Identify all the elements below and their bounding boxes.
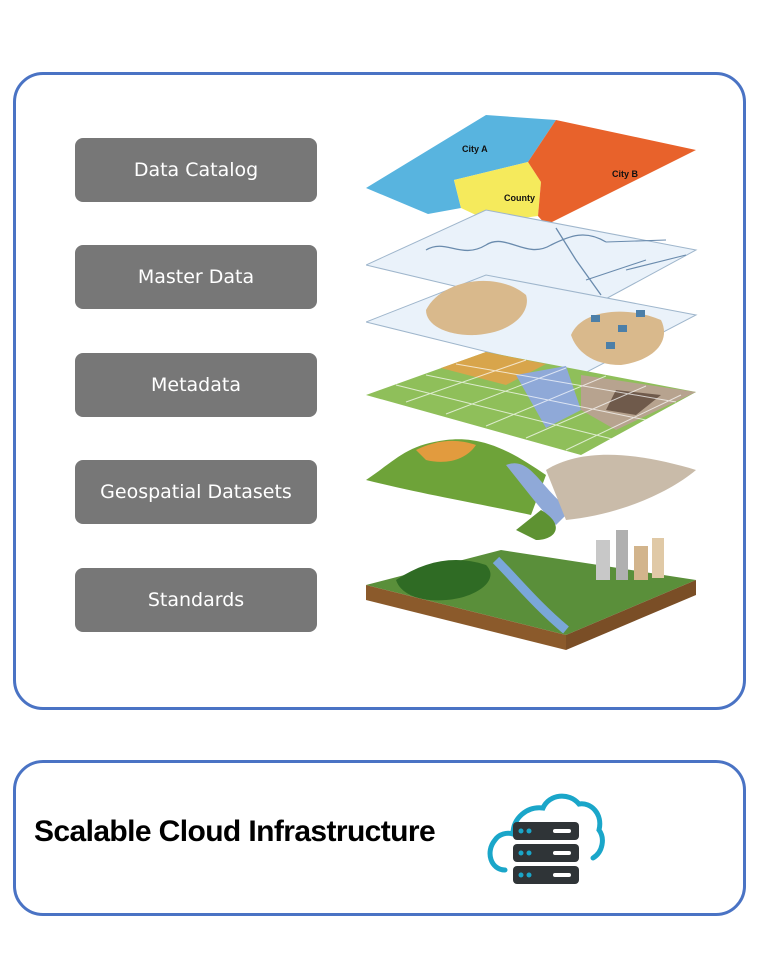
data-catalog-box: Data Catalog xyxy=(75,138,317,202)
city-a-label: City A xyxy=(462,144,488,154)
infrastructure-title: Scalable Cloud Infrastructure xyxy=(34,815,436,848)
data-catalog-label: Data Catalog xyxy=(133,159,259,181)
metadata-label: Metadata xyxy=(151,374,241,396)
master-data-label: Master Data xyxy=(137,266,255,288)
standards-label: Standards xyxy=(147,589,245,611)
master-data-box: Master Data xyxy=(75,245,317,309)
standards-box: Standards xyxy=(75,568,317,632)
admin-boundaries-layer: City A City B County xyxy=(366,115,696,225)
raster-grid-layer xyxy=(366,352,696,455)
county-label: County xyxy=(504,193,535,203)
city-b-label: City B xyxy=(612,169,639,179)
metadata-box: Metadata xyxy=(75,353,317,417)
geospatial-datasets-box: Geospatial Datasets xyxy=(75,460,317,524)
terrain-model-layer xyxy=(366,439,696,540)
cloud-server-icon xyxy=(487,793,605,884)
land-parcel-layer xyxy=(366,274,698,376)
cloud-infrastructure-panel: Scalable Cloud Infrastructure xyxy=(13,760,746,916)
geospatial-datasets-label: Geospatial Datasets xyxy=(100,481,292,503)
gis-layers-illustration: City A City B County xyxy=(366,115,698,650)
3d-terrain-block xyxy=(366,530,696,650)
data-layers-panel: Data Catalog Master Data Metadata Geospa… xyxy=(13,72,746,710)
road-network-layer xyxy=(366,209,698,316)
